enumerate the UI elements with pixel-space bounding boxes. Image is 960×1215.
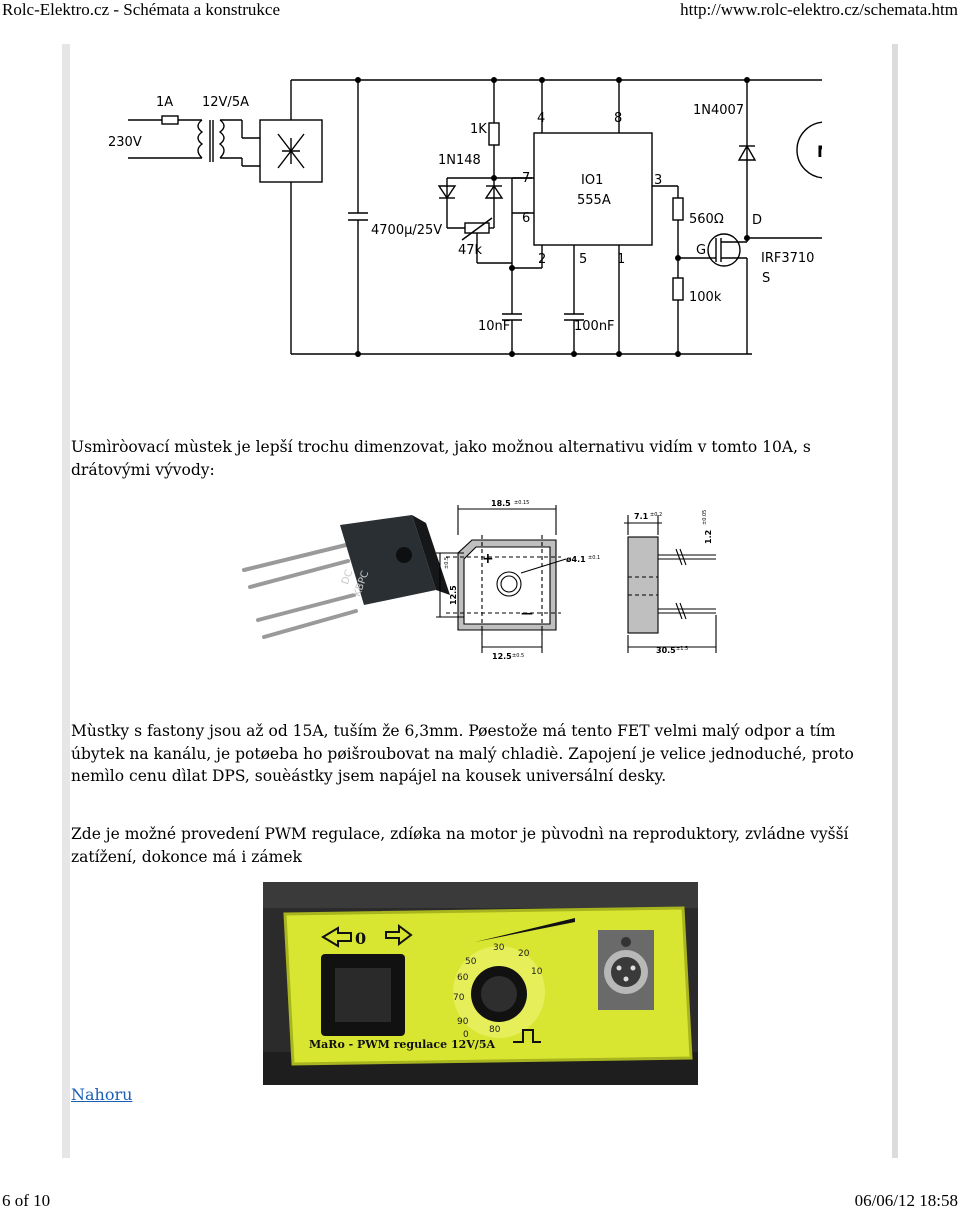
dim-top: 18.5	[491, 499, 511, 508]
dial-mark-70: 70	[453, 993, 465, 1003]
print-footer: 6 of 10 06/06/12 18:58	[0, 1191, 960, 1215]
header-title: Rolc-Elektro.cz - Schémata a konstrukce	[2, 0, 281, 19]
bridge-plus: +	[482, 551, 494, 567]
pwm-schematic: 1A 12V/5A 230V 1K 1N148 47k 4700µ/25V IO…	[108, 77, 822, 357]
label-100k: 100k	[689, 290, 722, 305]
header-url: http://www.rolc-elektro.cz/schemata.htm	[680, 0, 958, 19]
label-motor: M	[817, 142, 822, 161]
dial-mark-30: 30	[493, 943, 505, 953]
label-fuse: 1A	[156, 95, 173, 110]
footer-datetime: 06/06/12 18:58	[854, 1191, 958, 1210]
top-link[interactable]: Nahoru	[71, 1085, 133, 1104]
bridge-minus: —	[521, 606, 533, 620]
paragraph-bridge-note: Usmìròovací mùstek je lepší trochu dimen…	[71, 438, 811, 479]
dim-top-tol: ±0.15	[514, 500, 529, 506]
photo-label: MaRo - PWM regulace 12V/5A	[309, 1038, 495, 1051]
paragraph-pwm-note: Zde je možné provedení PWM regulace, zdí…	[71, 825, 849, 866]
dim-bottom-tol: ±0.5	[512, 653, 524, 659]
dial-mark-90: 90	[457, 1017, 469, 1027]
dim-length-tol: ±1.5	[676, 646, 688, 652]
label-pin6: 6	[522, 211, 530, 226]
label-ic-name: IO1	[581, 173, 603, 188]
dim-hole-tol: ±0.1	[588, 555, 600, 561]
dial-mark-10: 10	[531, 967, 543, 977]
label-pin2: 2	[538, 252, 546, 267]
label-drain: D	[752, 213, 762, 228]
dial-mark-80: 80	[489, 1025, 501, 1035]
dim-side: 12.5	[449, 585, 458, 605]
pwm-regulator-photo: 0 0 90 70 60 50 30 20 10 80 MaRo - PWM r…	[263, 882, 698, 1085]
label-pin8: 8	[614, 111, 622, 126]
dial-mark-0: 0	[463, 1030, 469, 1040]
print-header: Rolc-Elektro.cz - Schémata a konstrukce …	[0, 0, 960, 24]
label-pin5: 5	[579, 252, 587, 267]
label-transformer: 12V/5A	[202, 95, 249, 110]
label-gate: G	[696, 243, 706, 258]
label-mains: 230V	[108, 135, 142, 150]
dim-length: 30.5	[656, 646, 676, 655]
label-cap1: 10nF	[478, 319, 510, 334]
label-ic-type: 555A	[577, 193, 611, 208]
label-pin4: 4	[537, 111, 545, 126]
label-1k: 1K	[470, 122, 487, 137]
dim-bottom: 12.5	[492, 652, 512, 661]
bridge-rectifier-image: DC KBPC + — 18.5 ±0.15 ø4.1 ±0.1 12.5 ±0…	[242, 499, 717, 661]
label-cap-main: 4700µ/25V	[371, 223, 442, 238]
dim-side-tol: ±0.5	[444, 557, 450, 569]
label-560: 560Ω	[689, 212, 724, 227]
label-pin3: 3	[654, 173, 662, 188]
label-1n148: 1N148	[438, 153, 481, 168]
dim-thick-tol: ±0.2	[650, 512, 662, 518]
photo-zero: 0	[355, 929, 366, 948]
label-pin7: 7	[522, 171, 530, 186]
dim-thick: 7.1	[634, 512, 649, 521]
label-1n4007: 1N4007	[693, 103, 744, 118]
dim-lead: 1.2	[704, 530, 713, 544]
dial-mark-20: 20	[518, 949, 530, 959]
bridge-part-top: DC	[340, 569, 355, 587]
dial-mark-60: 60	[457, 973, 469, 983]
label-fet: IRF3710	[761, 251, 814, 266]
dim-hole: ø4.1	[566, 555, 586, 564]
footer-page: 6 of 10	[2, 1191, 51, 1210]
label-pin1: 1	[617, 252, 625, 267]
dial-mark-50: 50	[465, 957, 477, 967]
dim-lead-tol: ±0.05	[702, 510, 708, 525]
paragraph-fet-note: Mùstky s fastony jsou až od 15A, tuším ž…	[71, 722, 854, 785]
label-source: S	[762, 271, 770, 286]
label-cap2: 100nF	[574, 319, 615, 334]
label-pot: 47k	[458, 243, 483, 258]
